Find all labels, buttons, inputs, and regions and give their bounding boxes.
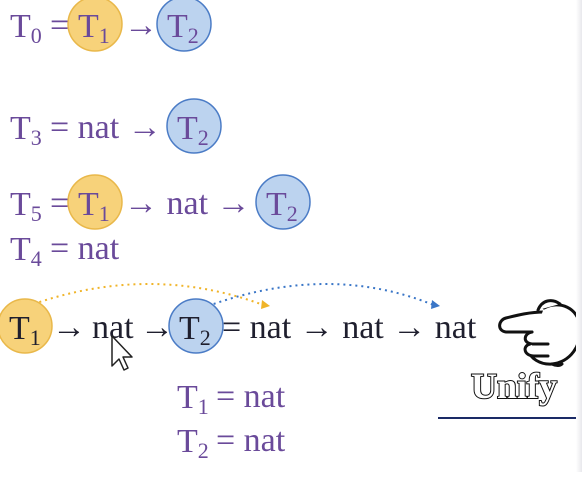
equation-t5: T5 = T1 → nat → T2 <box>10 174 311 230</box>
type-var-t2: T2 <box>167 8 199 48</box>
arc-t2-arrowhead <box>431 300 440 309</box>
result-lhs: T1 <box>177 379 209 419</box>
equation-rhs: = nat → <box>50 109 162 146</box>
arc-t1-arrowhead <box>261 300 270 309</box>
result-t1: T1 = nat <box>177 378 286 419</box>
arc-t2-to-nat <box>207 283 437 307</box>
arrow: → <box>140 309 174 346</box>
equals-sign: = <box>50 7 69 44</box>
unification-arcs <box>27 283 440 309</box>
equation-middle: → nat → <box>124 185 251 222</box>
arc-t1-to-nat <box>27 283 267 307</box>
type-var-t2: T2 <box>179 310 211 350</box>
equation-t3: T3 = nat → T2 <box>10 98 222 154</box>
equation-lhs: T4 <box>10 231 42 271</box>
type-var-circle-yellow <box>67 174 123 230</box>
equation-t4: T4 = nat <box>10 230 120 271</box>
arrow: → <box>124 7 158 44</box>
type-var-circle-blue <box>168 298 224 354</box>
unify-equation: T1 → nat → T2 = nat → nat → nat <box>0 298 477 354</box>
equation-lhs: T5 <box>10 186 42 226</box>
result-lhs: T2 <box>177 423 209 463</box>
type-var-t2: T2 <box>177 110 209 150</box>
type-var-t1: T1 <box>78 8 110 48</box>
equation-lhs: T0 <box>10 8 42 48</box>
type-var-t1: T1 <box>78 186 110 226</box>
type-var-t1: T1 <box>9 310 41 350</box>
type-var-circle-yellow <box>0 298 53 354</box>
type-var-circle-blue <box>156 0 212 52</box>
type-var-circle-blue <box>255 174 311 230</box>
equation-lhs: T3 <box>10 110 42 150</box>
equation-rhs: = nat <box>50 230 120 267</box>
hand-pointer-icon <box>498 299 582 367</box>
mouse-cursor-icon <box>111 335 133 371</box>
result-rhs: = nat <box>216 378 286 415</box>
unify-label: Unify <box>471 366 557 406</box>
equation-t0: T0 = T1 → T2 <box>10 0 212 52</box>
type-var-t2: T2 <box>266 186 298 226</box>
result-rhs: = nat <box>216 422 286 459</box>
result-t2: T2 = nat <box>177 422 286 463</box>
type-var-circle-blue <box>166 98 222 154</box>
equals-sign: = <box>50 185 69 222</box>
unify-rhs: = nat → nat → nat <box>222 309 477 346</box>
type-var-circle-yellow <box>67 0 123 52</box>
arrow: → <box>52 309 86 346</box>
slide-edge <box>576 0 582 472</box>
